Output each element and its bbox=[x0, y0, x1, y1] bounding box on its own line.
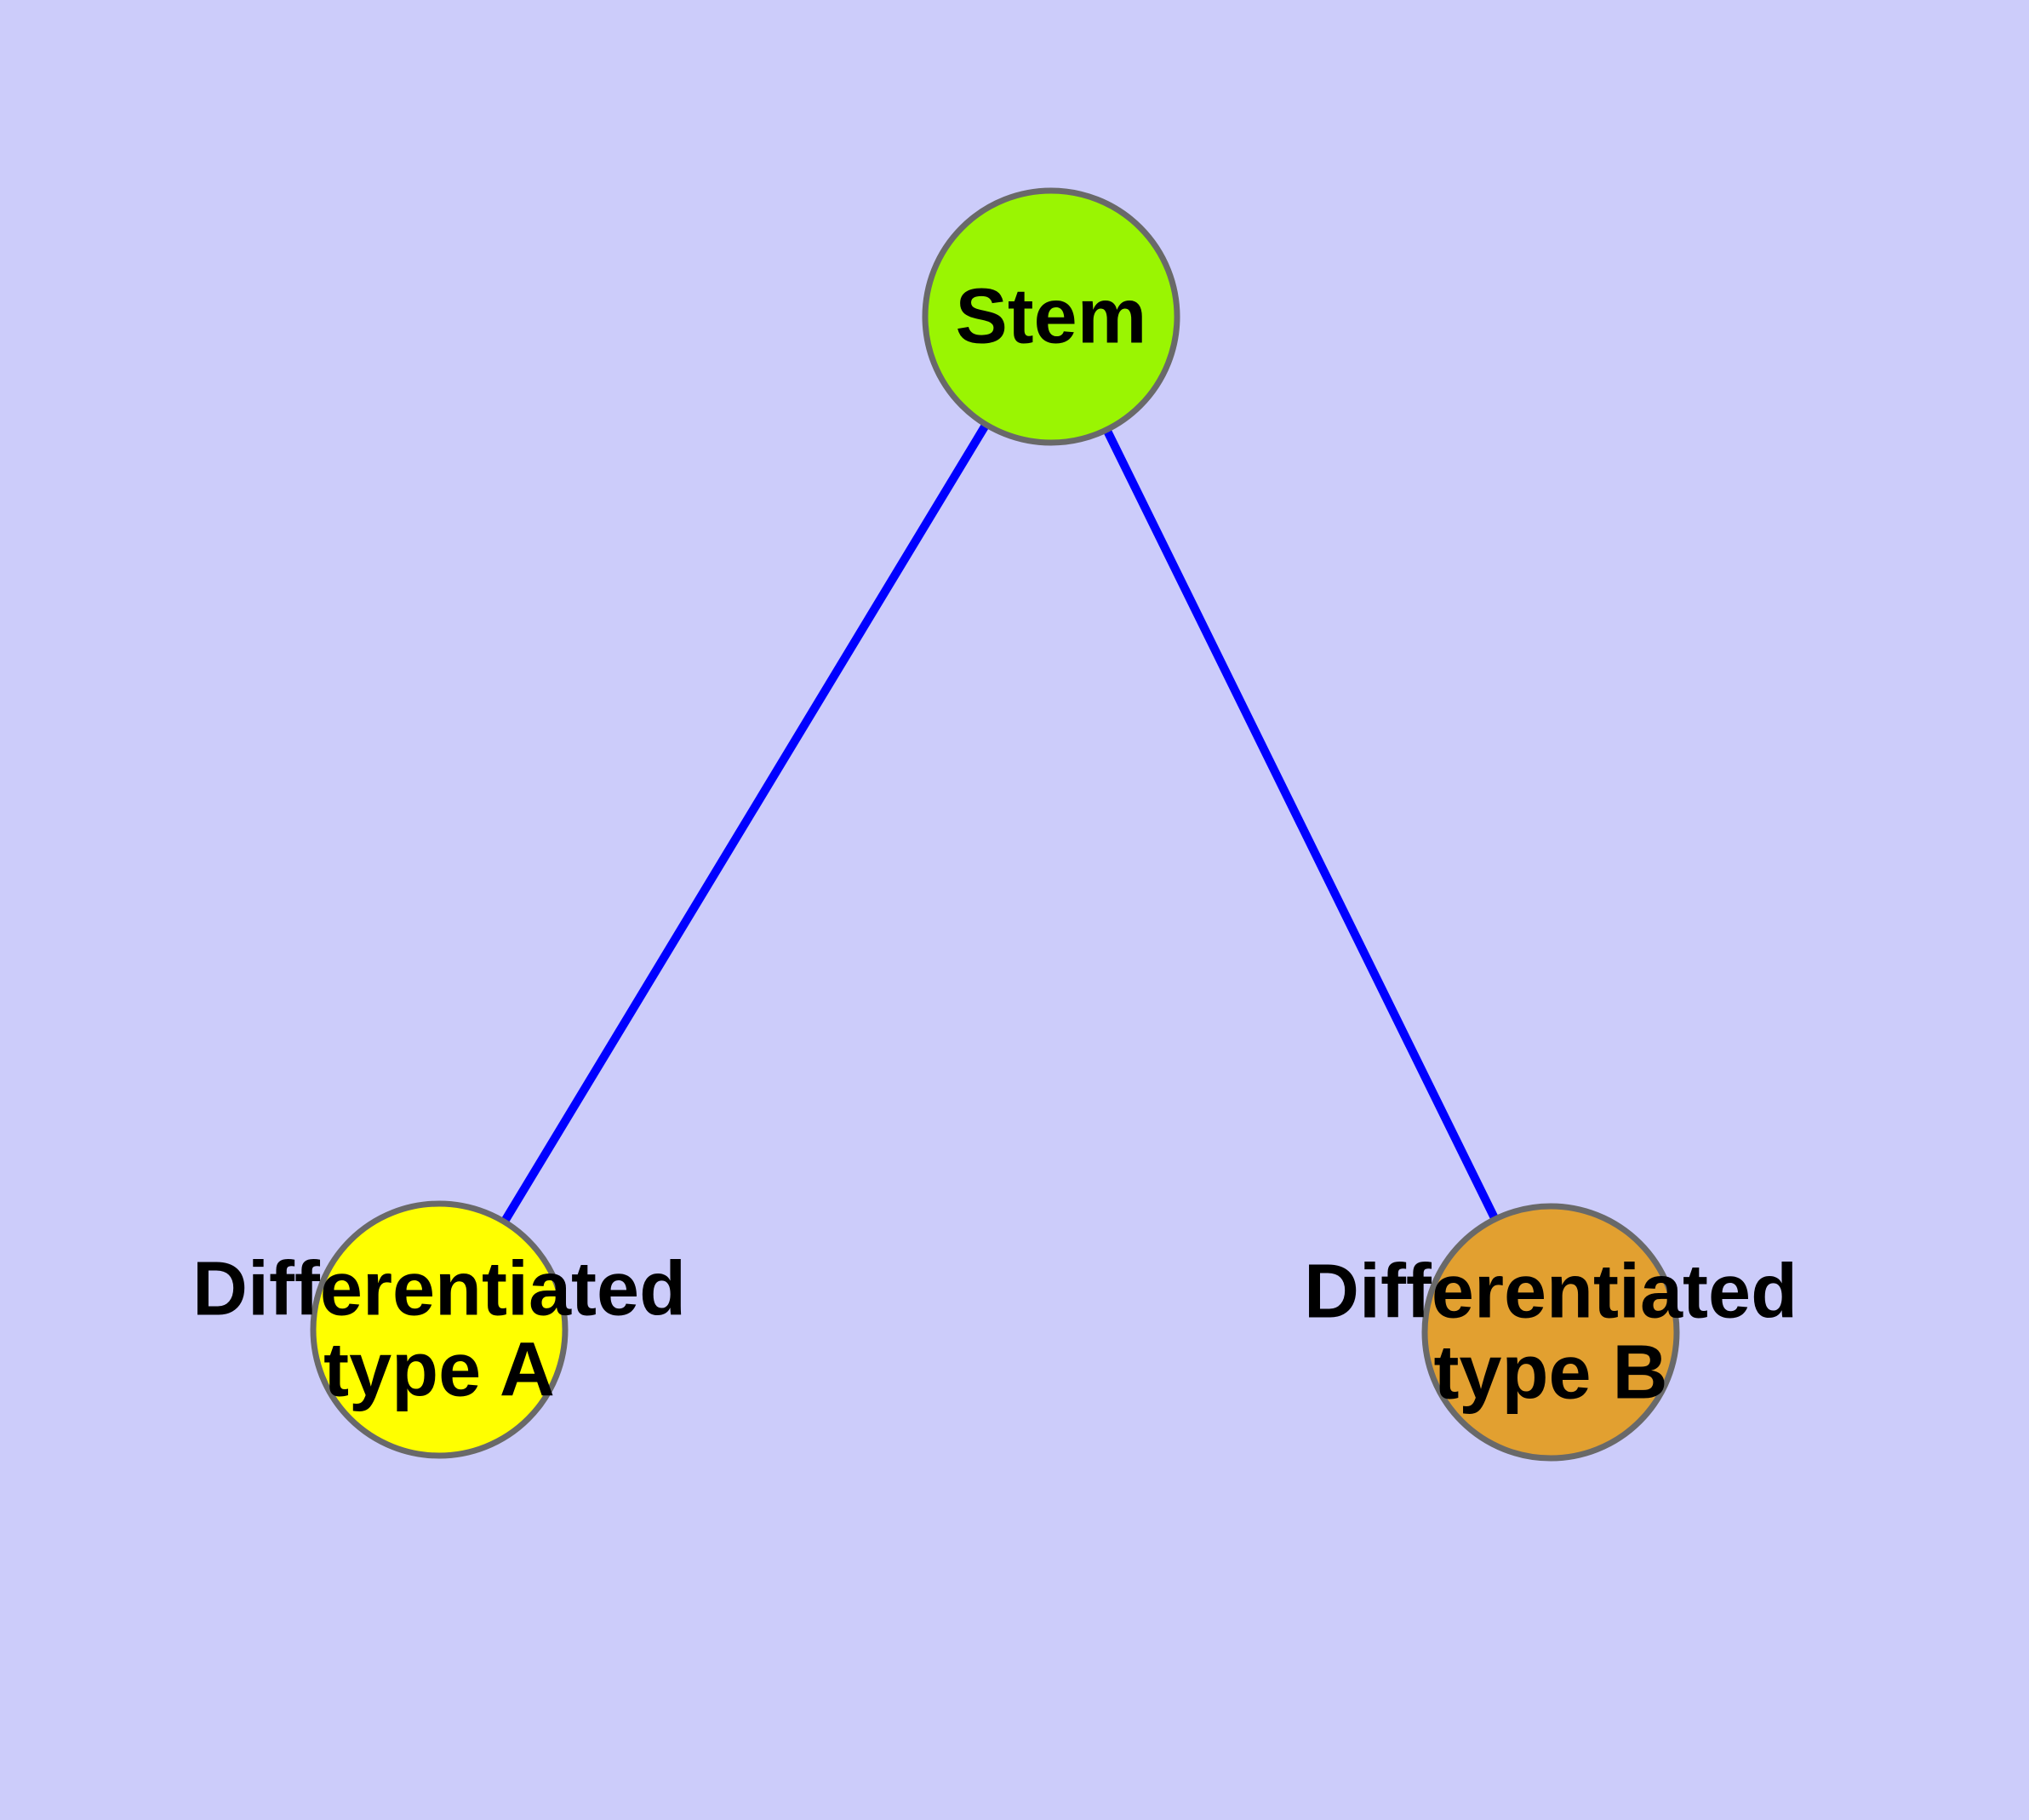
edge-layer bbox=[499, 419, 1500, 1228]
node-differentiated-type-a[interactable] bbox=[310, 1200, 569, 1459]
node-stem[interactable] bbox=[922, 187, 1180, 446]
node-layer bbox=[310, 187, 1680, 1462]
edge-stem-to-differentiated-type-b[interactable] bbox=[1101, 424, 1500, 1225]
edge-stem-to-differentiated-type-a[interactable] bbox=[499, 419, 992, 1228]
node-differentiated-type-b[interactable] bbox=[1421, 1203, 1680, 1462]
